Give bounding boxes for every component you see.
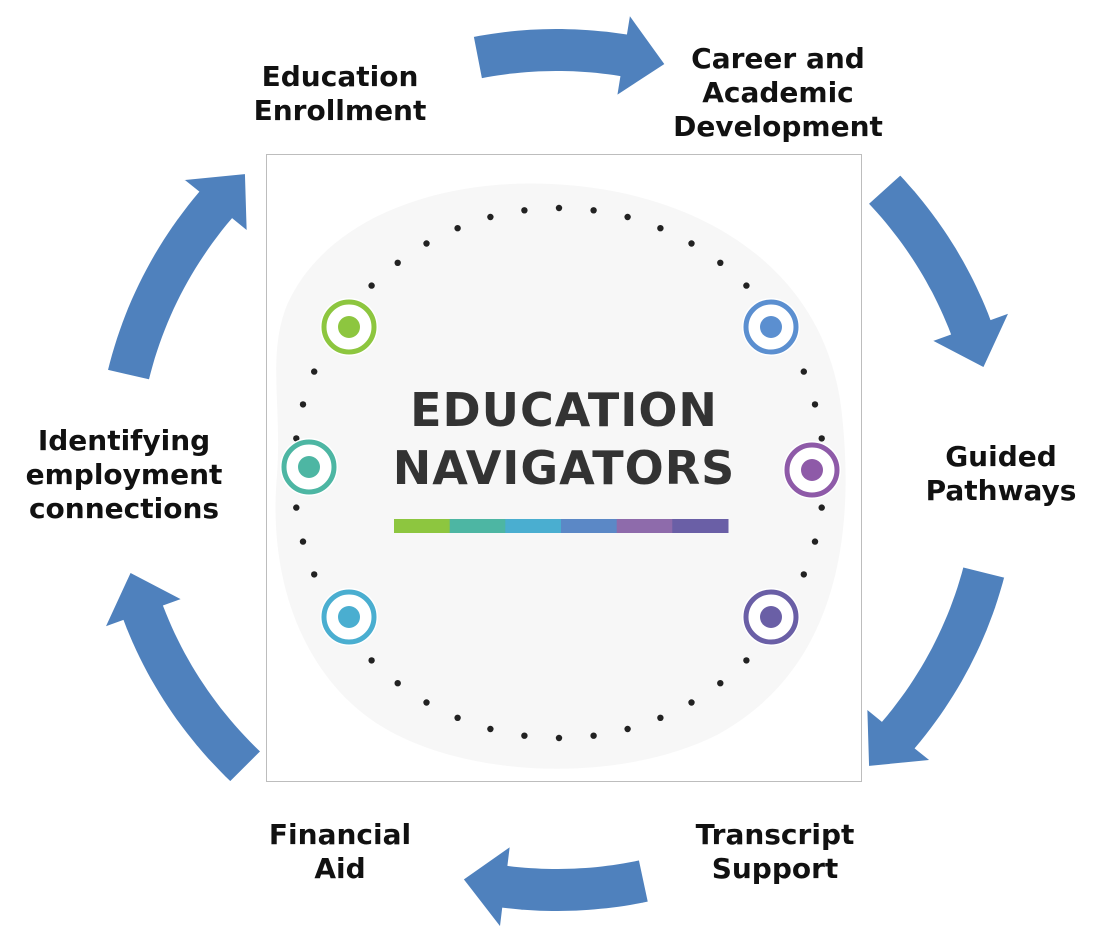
arrow-pathways-to-transcript	[865, 565, 1007, 769]
ring-dot	[624, 725, 631, 733]
step-financial-aid: Financial Aid	[250, 818, 430, 886]
ring-dot	[590, 207, 597, 214]
logo-graphic	[275, 183, 846, 769]
ring-dot	[743, 282, 750, 289]
step-line: employment	[25, 458, 223, 491]
ring-dot	[800, 368, 807, 375]
ring-dot	[293, 435, 300, 442]
ring-dot	[688, 699, 695, 706]
step-line: Enrollment	[253, 94, 427, 127]
logo-title-line2: NAVIGATORS	[392, 441, 736, 495]
logo-background-blob	[275, 183, 846, 769]
node-upper-right-icon	[742, 298, 800, 356]
step-line: Identifying	[37, 424, 211, 457]
ring-dot	[299, 538, 307, 545]
arrow-employment-to-enrollment	[105, 171, 249, 382]
ring-dot	[811, 401, 819, 408]
color-bar	[394, 519, 729, 533]
ring-dot	[299, 401, 307, 408]
step-transcript-support: Transcript Support	[680, 818, 870, 886]
ring-dot	[717, 259, 724, 266]
step-line: Guided	[945, 440, 1057, 473]
ring-dot	[590, 732, 597, 739]
step-line: Education	[261, 60, 419, 93]
step-guided-pathways: Guided Pathways	[916, 440, 1086, 508]
node-lower-right-icon	[742, 588, 800, 646]
color-bar-segment	[449, 519, 506, 533]
arrow-career-to-pathways	[866, 172, 1012, 370]
step-career-academic-development: Career and Academic Development	[668, 42, 888, 144]
step-line: Academic	[702, 76, 854, 109]
ring-dot	[423, 699, 430, 706]
ring-dot	[454, 225, 461, 232]
color-bar-segment	[561, 519, 618, 533]
color-bar-segment	[616, 519, 673, 533]
step-line: Transcript	[695, 818, 855, 851]
ring-dot	[811, 538, 819, 545]
ring-dot	[423, 240, 430, 247]
ring-dot	[521, 732, 528, 739]
ring-dot	[394, 680, 401, 687]
ring-dot	[311, 571, 318, 578]
node-lower-left-icon	[320, 588, 378, 646]
arrow-enrollment-to-career	[471, 11, 668, 99]
ring-dot	[818, 435, 825, 442]
node-middle-left-icon	[280, 438, 338, 496]
arrow-transcript-to-financial	[461, 843, 651, 932]
ring-dot	[368, 282, 375, 289]
step-line: Aid	[314, 852, 366, 885]
step-education-enrollment: Education Enrollment	[240, 60, 440, 128]
step-line: Support	[711, 852, 839, 885]
ring-dot	[293, 504, 300, 511]
ring-dot	[717, 680, 724, 687]
ring-dot	[743, 657, 750, 664]
ring-dot	[818, 504, 825, 511]
node-middle-right-icon	[783, 441, 841, 499]
ring-dot	[394, 259, 401, 266]
ring-dot	[368, 657, 375, 664]
ring-dot	[688, 240, 695, 247]
step-line: Financial	[268, 818, 412, 851]
ring-dot	[521, 207, 528, 214]
ring-dot	[487, 213, 494, 221]
step-line: connections	[28, 492, 220, 525]
color-bar-segment	[394, 519, 451, 533]
logo-title-line1: EDUCATION	[410, 383, 718, 437]
step-line: Career and	[691, 42, 865, 75]
ring-nodes	[280, 298, 841, 646]
ring-dot	[555, 734, 563, 742]
step-line: Development	[673, 110, 883, 143]
ring-dot	[800, 571, 807, 578]
step-identifying-employment-connections: Identifying employment connections	[14, 424, 234, 526]
education-navigators-logo: EDUCATION NAVIGATORS	[266, 154, 862, 782]
ring-dot	[454, 714, 461, 721]
step-line: Pathways	[925, 474, 1077, 507]
ring-dot	[657, 714, 664, 721]
ring-dot	[657, 225, 664, 232]
color-bar-segment	[505, 519, 562, 533]
node-upper-left-icon	[320, 298, 378, 356]
ring-dot	[555, 204, 563, 212]
ring-dot	[311, 368, 318, 375]
ring-dot	[624, 213, 631, 221]
ring-dot	[487, 725, 494, 733]
arrow-financial-to-employment	[102, 570, 263, 784]
color-bar-segment	[672, 519, 729, 533]
